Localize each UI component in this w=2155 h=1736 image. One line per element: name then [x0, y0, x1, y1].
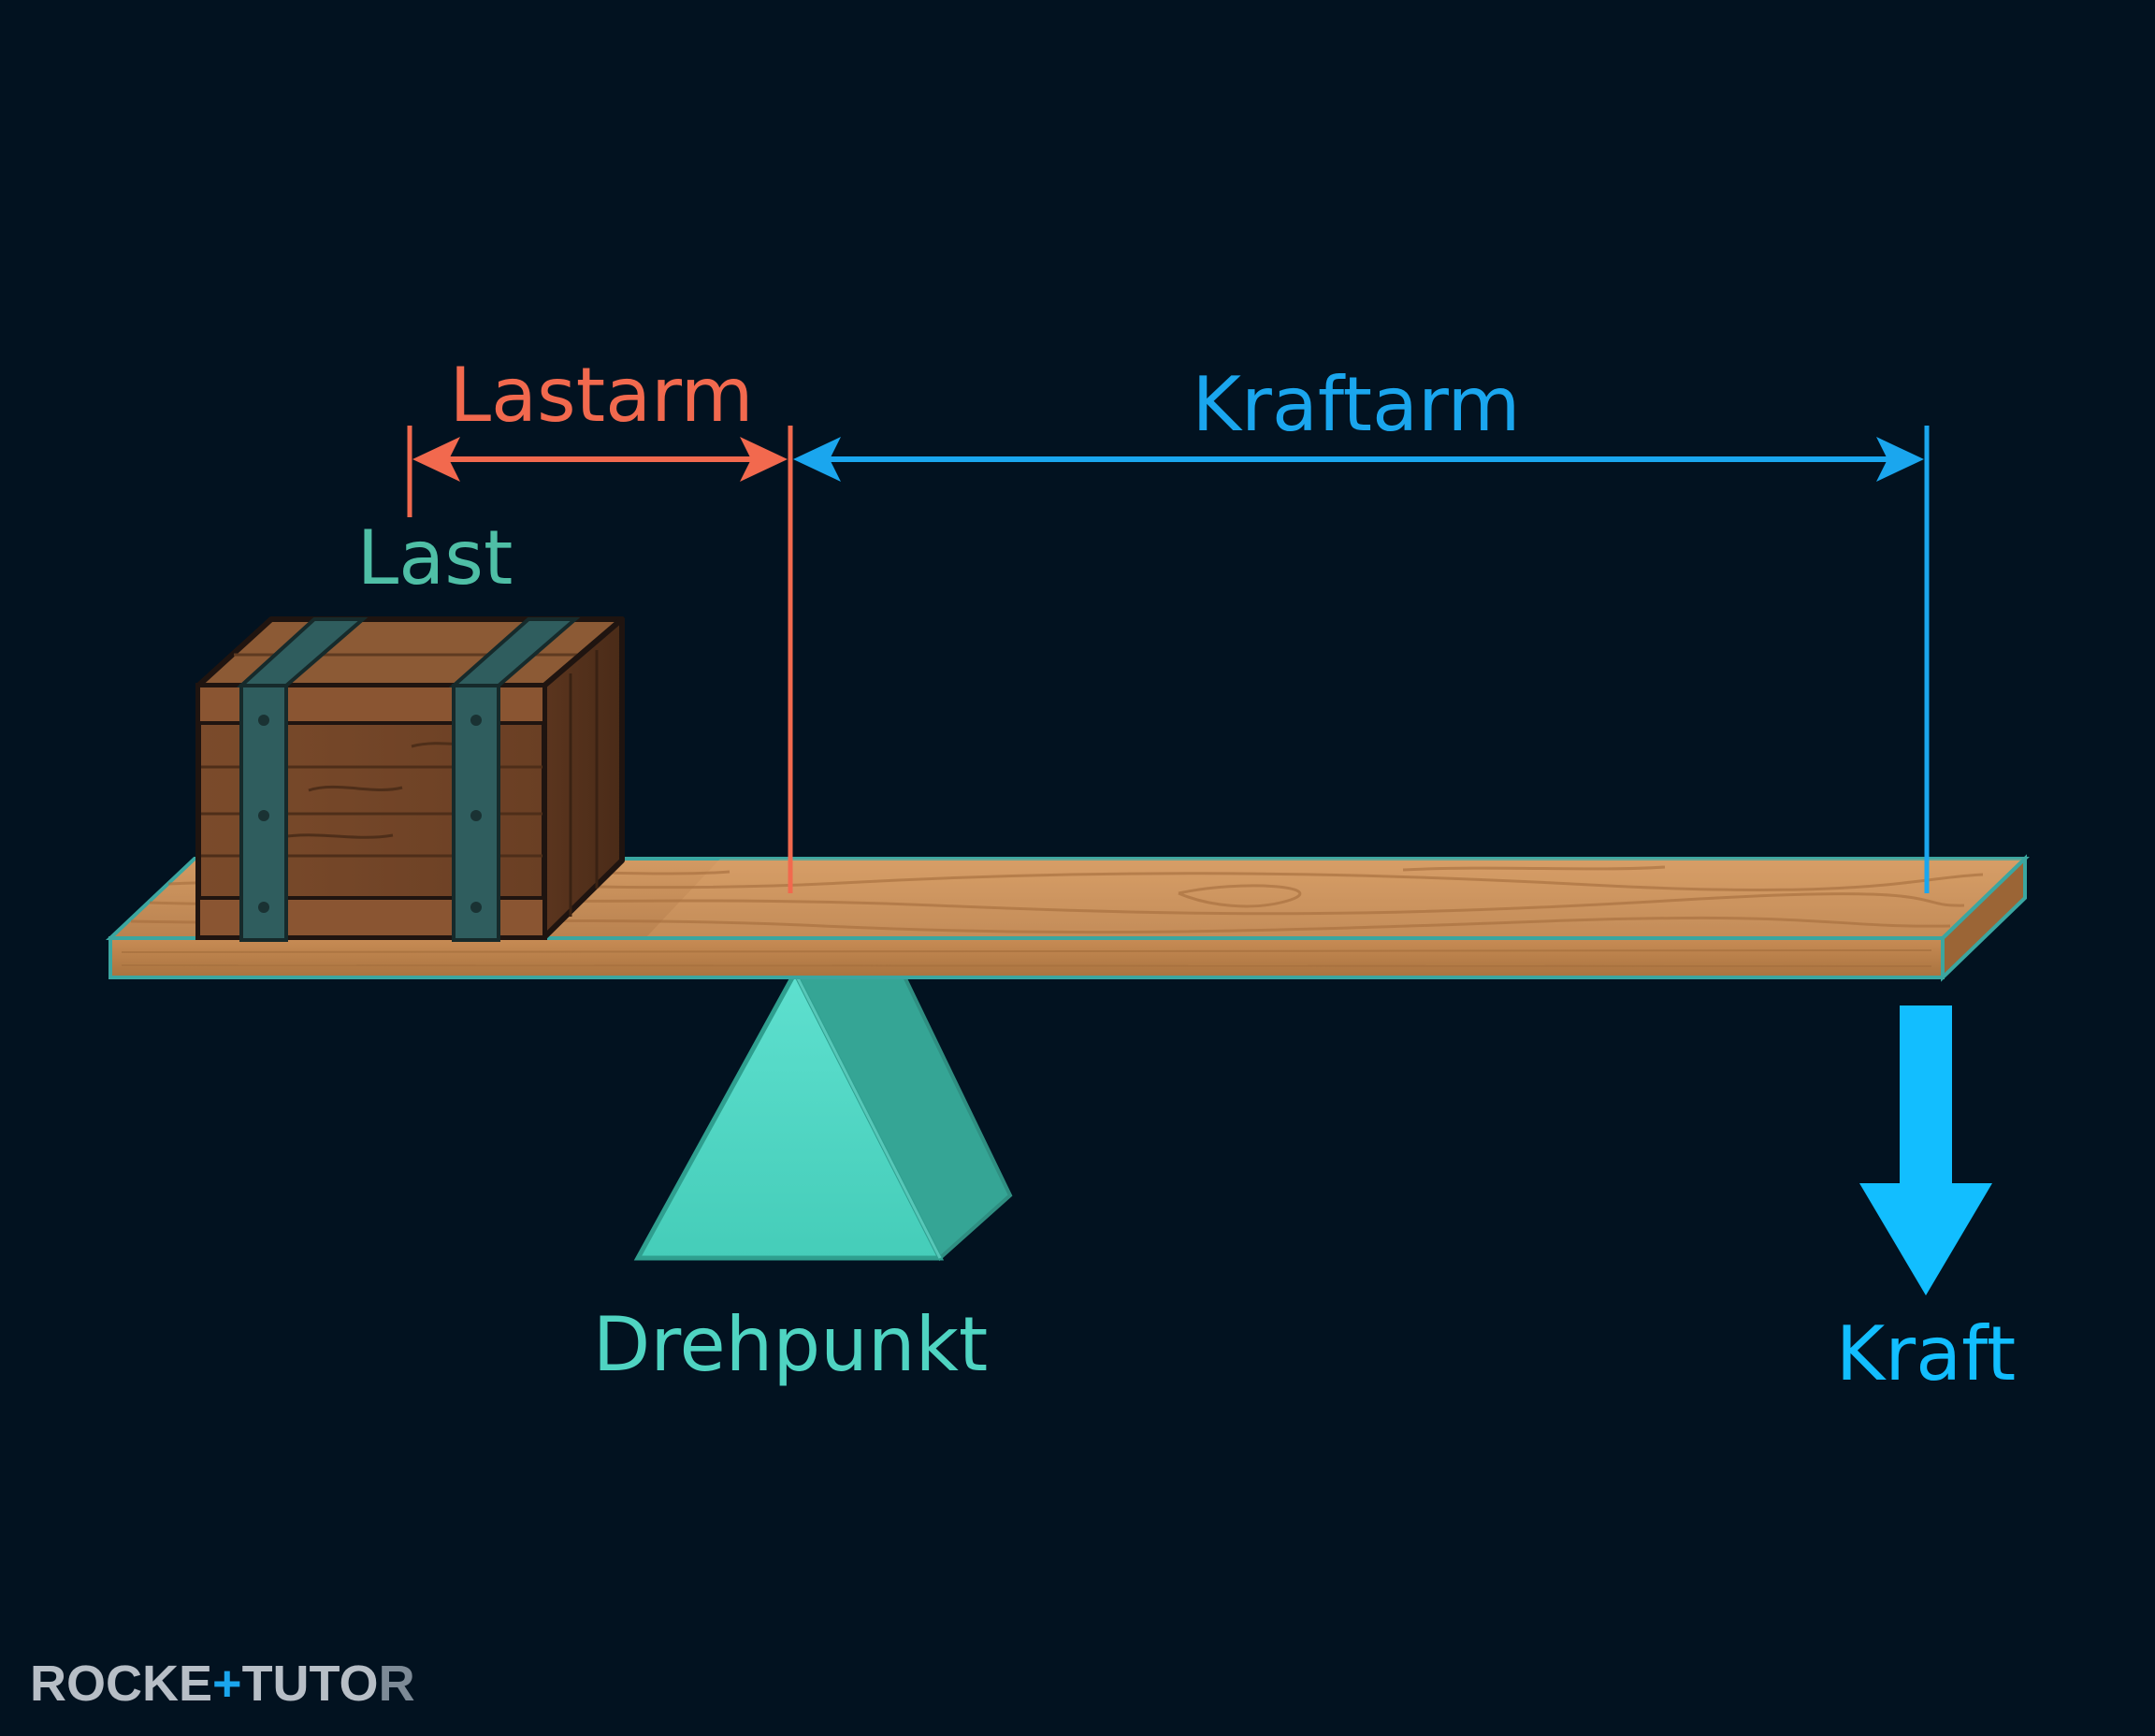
- force-label: Kraft: [1836, 1310, 2017, 1397]
- crate-icon: [195, 616, 625, 942]
- force-arrow: [1859, 1005, 1992, 1295]
- board-end: [1941, 854, 2027, 982]
- effort-arm-label: Kraftarm: [1193, 361, 1521, 448]
- brand-logo: ROCKE+TUTOR: [30, 1656, 415, 1712]
- board-front: [108, 936, 1945, 979]
- load-label: Last: [357, 514, 513, 601]
- effort-arm-arrowhead-right: [1876, 437, 1924, 482]
- fulcrum-prism: [633, 967, 1013, 1262]
- effort-arm-dimension: [793, 426, 1930, 893]
- load-arm-arrowhead-right: [740, 437, 788, 482]
- load-arm-dimension: [407, 426, 793, 893]
- brand-text-part2: TUTO: [242, 1656, 379, 1712]
- brand-text-part1: ROCKE: [30, 1656, 212, 1712]
- brand-r-glyph: R: [379, 1656, 415, 1712]
- svg-text:ROCKE+TUTOR: ROCKE+TUTOR: [30, 1656, 415, 1712]
- fulcrum-label: Drehpunkt: [593, 1301, 989, 1388]
- crate-straps: [236, 617, 581, 942]
- load-arm-arrowhead-left: [412, 437, 460, 482]
- brand-plus-glyph: +: [212, 1656, 242, 1712]
- effort-arm-arrowhead-left: [793, 437, 841, 482]
- load-arm-label: Lastarm: [449, 352, 753, 439]
